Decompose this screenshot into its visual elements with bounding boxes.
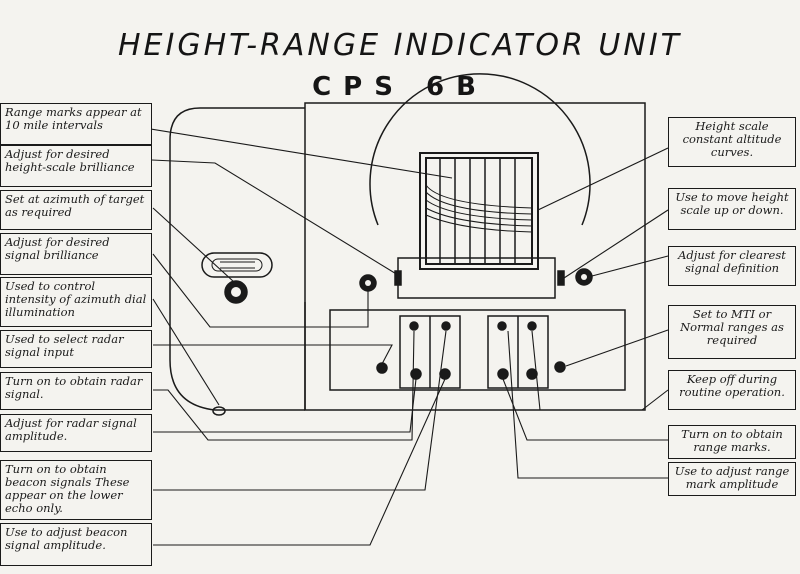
signal-brilliance-knob xyxy=(359,274,377,292)
callout-height-scale: Height scale constant altitude curves. xyxy=(668,117,796,167)
diagram-subtitle: CPS 6B xyxy=(312,72,488,102)
azimuth-dial-window xyxy=(201,252,273,278)
callout-beacon-amplitude: Use to adjust beacon signal amplitude. xyxy=(0,523,152,566)
callout-dial-illumination: Used to control intensity of azimuth dia… xyxy=(0,277,152,327)
control-panel xyxy=(329,309,626,391)
callout-radar-on: Turn on to obtain radar signal. xyxy=(0,372,152,410)
callout-azimuth: Set at azimuth of target as required xyxy=(0,190,152,230)
callout-range-mark-amplitude: Use to adjust range mark amplitude xyxy=(668,462,796,496)
callout-radar-amplitude: Adjust for radar signal amplitude. xyxy=(0,414,152,452)
callout-height-brilliance: Adjust for desired height-scale brillian… xyxy=(0,145,152,187)
callout-range-marks-on: Turn on to obtain range marks. xyxy=(668,425,796,459)
callout-move-scale: Use to move height scale up or down. xyxy=(668,188,796,230)
focus-knob xyxy=(575,268,593,286)
cabinet xyxy=(169,102,646,411)
height-scale-screen xyxy=(419,152,539,270)
azimuth-knob xyxy=(224,280,248,304)
illumination-knob xyxy=(212,406,226,416)
leader-lines xyxy=(125,124,669,546)
panel-switches xyxy=(376,321,566,380)
height-scale-knob xyxy=(557,270,565,286)
callout-signal-definition: Adjust for clearest signal definition xyxy=(668,246,796,286)
callout-range-marks: Range marks appear at 10 mile intervals xyxy=(0,103,152,145)
callout-signal-brilliance: Adjust for desired signal brilliance xyxy=(0,233,152,275)
diagram-title: HEIGHT-RANGE INDICATOR UNIT xyxy=(117,28,682,63)
height-brilliance-knob xyxy=(394,270,402,286)
callout-signal-input: Used to select radar signal input xyxy=(0,330,152,368)
crt-tube xyxy=(369,73,591,226)
callout-mti-normal: Set to MTI or Normal ranges as required xyxy=(668,305,796,359)
callout-keep-off: Keep off during routine operation. xyxy=(668,370,796,410)
callout-beacon-on: Turn on to obtain beacon signals These a… xyxy=(0,460,152,520)
